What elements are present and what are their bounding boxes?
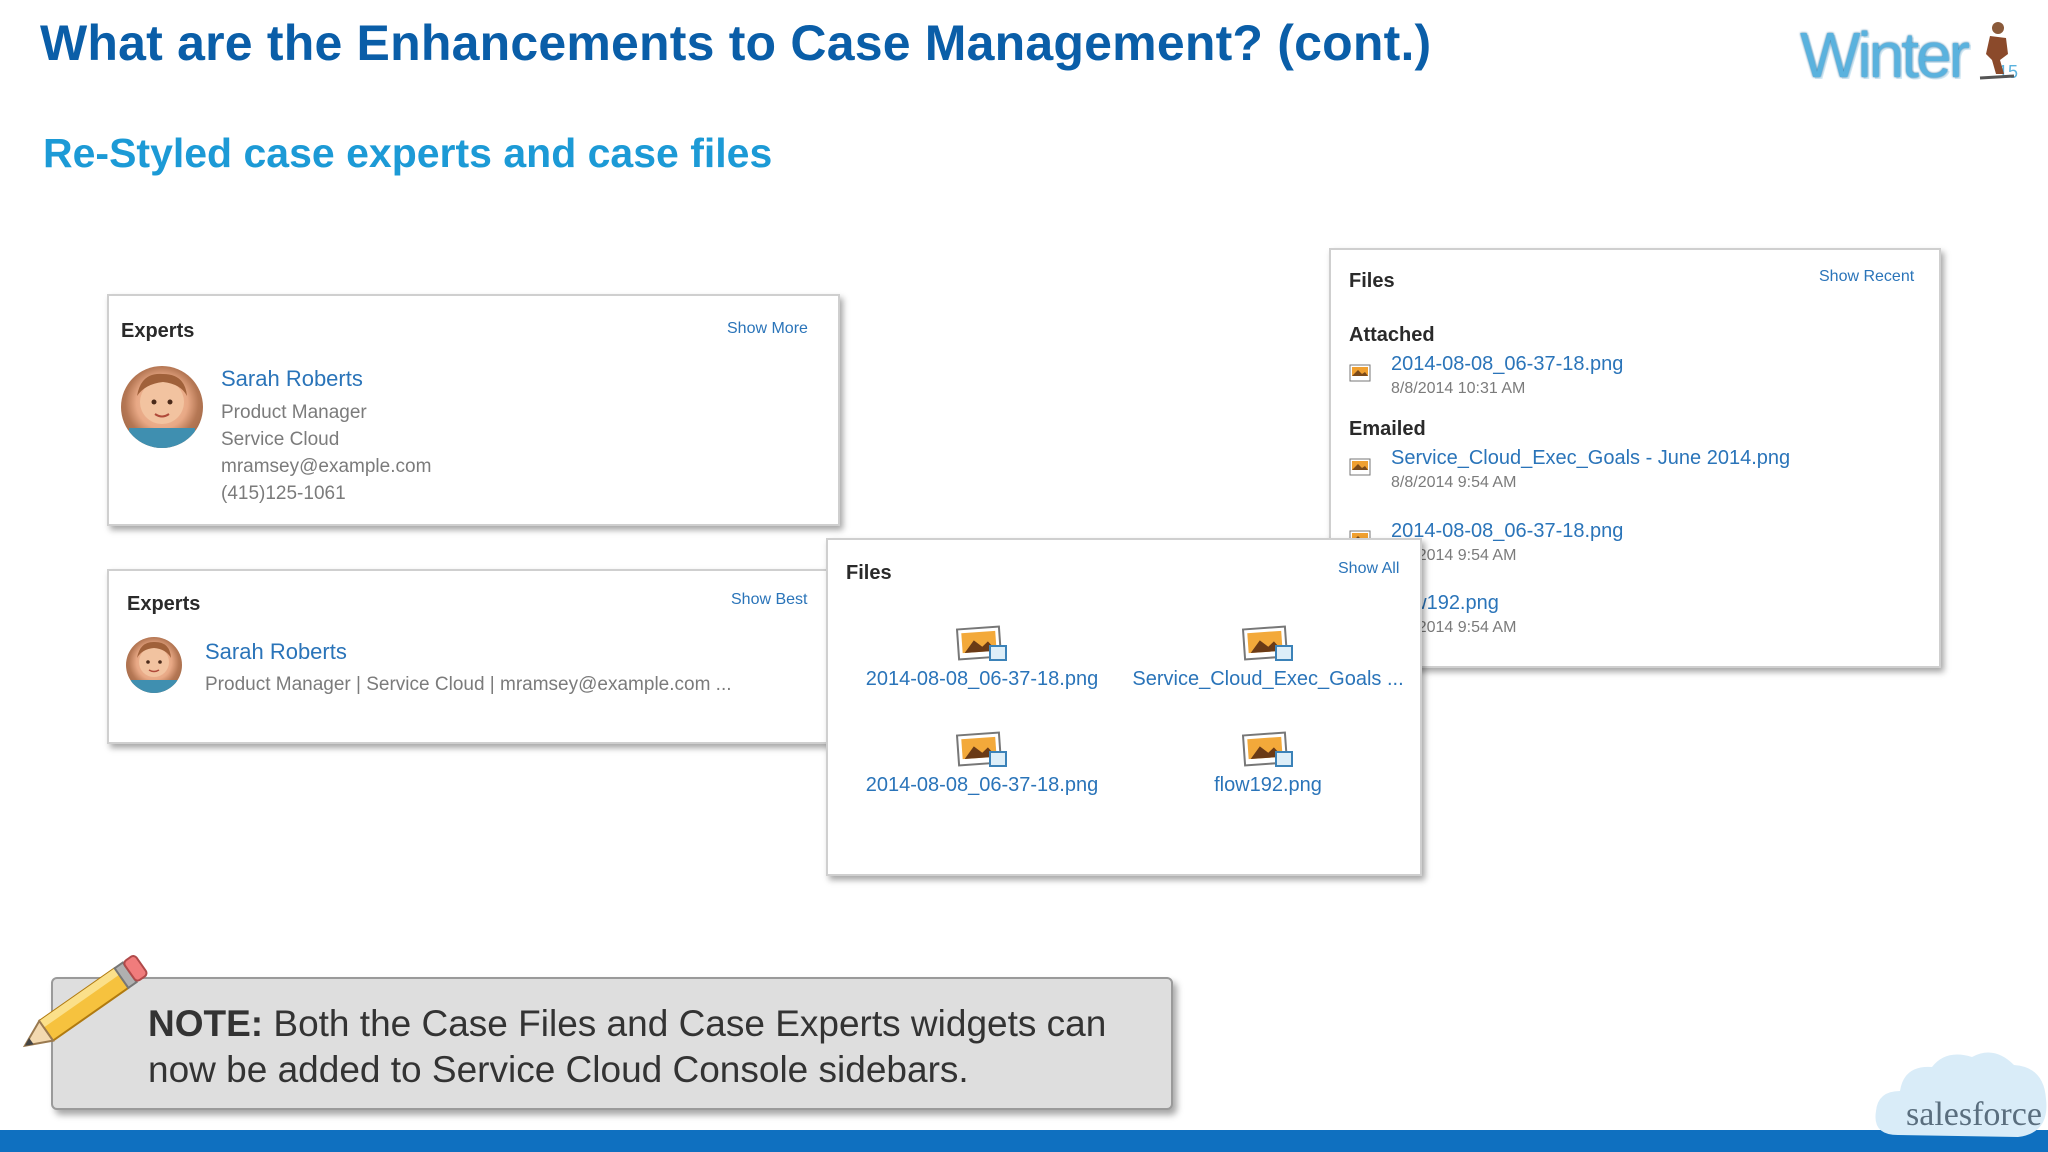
slide-title: What are the Enhancements to Case Manage…	[40, 15, 1432, 71]
file-tile-name: Service_Cloud_Exec_Goals ...	[1132, 668, 1404, 690]
emailed-file-link[interactable]: 2014-08-08_06-37-18.png	[1391, 520, 1624, 542]
expert-details: Product Manager | Service Cloud | mramse…	[205, 674, 732, 695]
note-label: NOTE:	[148, 1003, 264, 1044]
salesforce-logo: salesforce	[1875, 1052, 2047, 1137]
file-tile-name: 2014-08-08_06-37-18.png	[865, 668, 1099, 690]
emailed-file-link[interactable]: Service_Cloud_Exec_Goals - June 2014.png	[1391, 447, 1791, 469]
attached-file-date: 8/8/2014 10:31 AM	[1391, 380, 1526, 397]
emailed-section-label: Emailed	[1349, 418, 1426, 440]
expert-phone: (415)125-1061	[221, 483, 346, 504]
experts-card-compact: Experts Show Best Sarah Roberts Product …	[107, 569, 840, 744]
skier-icon	[1979, 22, 2015, 80]
image-file-icon	[956, 625, 1007, 661]
show-best-link[interactable]: Show Best	[731, 591, 808, 608]
expert-avatar[interactable]	[126, 637, 182, 693]
attached-file-link[interactable]: 2014-08-08_06-37-18.png	[1391, 353, 1624, 375]
attached-section-label: Attached	[1349, 324, 1435, 346]
image-file-icon	[1349, 364, 1371, 382]
expert-name-link[interactable]: Sarah Roberts	[205, 639, 347, 664]
footer-bar	[0, 1130, 2048, 1152]
expert-role: Product Manager	[221, 402, 367, 423]
expert-email: mramsey@example.com	[221, 456, 432, 477]
image-file-icon	[1349, 458, 1371, 476]
winter-logo-text: Winter	[1800, 19, 1970, 91]
pencil-icon	[22, 955, 148, 1048]
note-text: NOTE: Both the Case Files and Case Exper…	[148, 1001, 1158, 1093]
files-card-title: Files	[1349, 270, 1395, 292]
files-card-title: Files	[846, 562, 892, 584]
file-tile-name: 2014-08-08_06-37-18.png	[865, 774, 1099, 796]
expert-team: Service Cloud	[221, 429, 340, 450]
emailed-file-date: 8/8/2014 9:54 AM	[1391, 547, 1517, 564]
file-tile[interactable]: 2014-08-08_06-37-18.png	[842, 624, 1122, 704]
winter-15-logo: Winter 15	[1800, 14, 2020, 94]
salesforce-logo-text: salesforce	[1906, 1096, 2042, 1133]
note-callout: NOTE: Both the Case Files and Case Exper…	[51, 977, 1173, 1110]
note-body: Both the Case Files and Case Experts wid…	[148, 1003, 1107, 1090]
files-list-card: Files Show Recent Attached 2014-08-08_06…	[1329, 248, 1941, 668]
image-file-icon	[1242, 731, 1293, 767]
slide-subtitle: Re-Styled case experts and case files	[43, 130, 773, 176]
image-file-icon	[956, 731, 1007, 767]
file-tile-name: flow192.png	[1214, 774, 1322, 796]
person-icon	[131, 641, 177, 693]
experts-card-expanded: Experts Show More Sarah Roberts Product …	[107, 294, 840, 526]
experts-card-title: Experts	[127, 593, 201, 615]
experts-card-title: Experts	[121, 320, 195, 342]
expert-name-link[interactable]: Sarah Roberts	[221, 366, 363, 391]
show-all-link[interactable]: Show All	[1338, 560, 1400, 577]
person-icon	[129, 373, 195, 448]
image-file-icon	[1242, 625, 1293, 661]
expert-avatar[interactable]	[121, 366, 203, 448]
emailed-file-date: 8/8/2014 9:54 AM	[1391, 474, 1517, 491]
emailed-file-date: 8/8/2014 9:54 AM	[1391, 619, 1517, 636]
file-tile[interactable]: Service_Cloud_Exec_Goals ...	[1118, 624, 1418, 704]
files-grid-card: Files Show All 2014-08-08_06-37-18.png S…	[826, 538, 1422, 876]
file-tile[interactable]: 2014-08-08_06-37-18.png	[842, 730, 1122, 810]
file-tile[interactable]: flow192.png	[1118, 730, 1418, 810]
show-more-link[interactable]: Show More	[727, 320, 808, 337]
show-recent-link[interactable]: Show Recent	[1819, 268, 1915, 285]
